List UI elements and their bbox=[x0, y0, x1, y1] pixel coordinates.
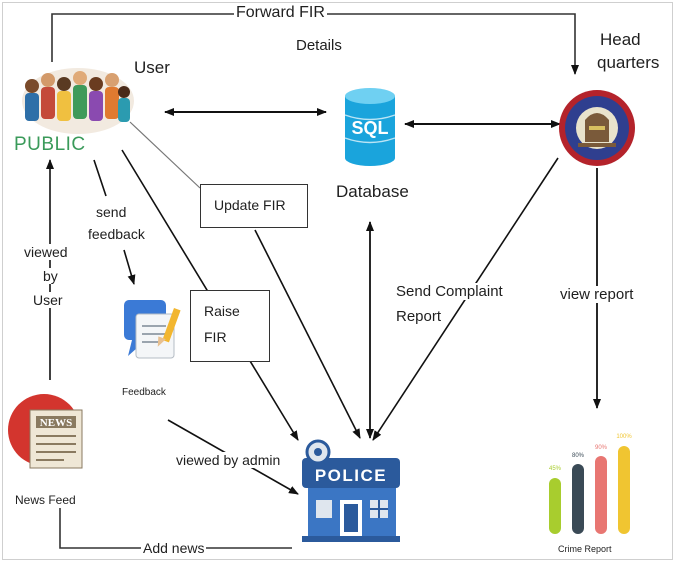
raise-fir-label-line1: Raise bbox=[204, 303, 240, 319]
view-report-label: view report bbox=[560, 286, 634, 303]
bar-chart-icon: 45% 80% 90% 100% bbox=[549, 434, 632, 534]
feedback-document-icon bbox=[124, 300, 181, 359]
sql-icon-text: SQL bbox=[351, 118, 388, 138]
viewed-by-admin-label: viewed by admin bbox=[176, 452, 281, 468]
police-sign-text: POLICE bbox=[315, 466, 387, 485]
update-fir-box: Update FIR bbox=[200, 184, 308, 228]
police-emblem-icon bbox=[559, 90, 635, 166]
news-icon-text: NEWS bbox=[40, 417, 72, 429]
edge-send-feedback bbox=[93, 159, 134, 284]
send-complaint-label-line1: Send Complaint bbox=[396, 283, 503, 300]
forward-fir-label: Forward FIR bbox=[234, 4, 327, 22]
bar-value-2: 80% bbox=[572, 453, 585, 459]
edge-update-fir-police bbox=[254, 229, 361, 439]
edge-add-news bbox=[59, 508, 292, 549]
user-label: User bbox=[134, 58, 170, 77]
sql-database-icon: SQL bbox=[344, 88, 396, 166]
raise-fir-label-line2: FIR bbox=[204, 329, 227, 345]
feedback-label: Feedback bbox=[122, 387, 166, 398]
police-station-icon: POLICE bbox=[302, 439, 400, 542]
viewed-by-user-label-line3: User bbox=[33, 292, 63, 308]
viewed-by-user-label-line2: by bbox=[43, 268, 58, 284]
database-label: Database bbox=[336, 182, 409, 201]
add-news-label: Add news bbox=[141, 540, 207, 556]
headquarters-label-line1: Head bbox=[600, 30, 641, 49]
public-logo-text: PUBLIC bbox=[14, 134, 86, 155]
update-fir-label: Update FIR bbox=[214, 197, 286, 213]
newspaper-icon: NEWS bbox=[8, 394, 83, 469]
send-feedback-label-line2: feedback bbox=[88, 226, 145, 242]
edge-user-update-fir bbox=[129, 121, 201, 189]
crime-report-label: Crime Report bbox=[558, 544, 612, 554]
details-label: Details bbox=[296, 37, 342, 54]
send-feedback-label-line1: send bbox=[96, 204, 127, 220]
news-feed-label: News Feed bbox=[15, 493, 76, 507]
raise-fir-box: Raise FIR bbox=[190, 290, 270, 362]
headquarters-label-line2: quarters bbox=[597, 53, 660, 72]
viewed-by-user-label-line1: viewed bbox=[24, 244, 68, 260]
crowd-public-icon bbox=[22, 68, 134, 134]
send-complaint-label-line2: Report bbox=[396, 308, 442, 325]
bar-value-1: 45% bbox=[549, 466, 562, 472]
bar-value-4: 100% bbox=[616, 434, 632, 440]
bar-value-3: 90% bbox=[595, 445, 608, 451]
